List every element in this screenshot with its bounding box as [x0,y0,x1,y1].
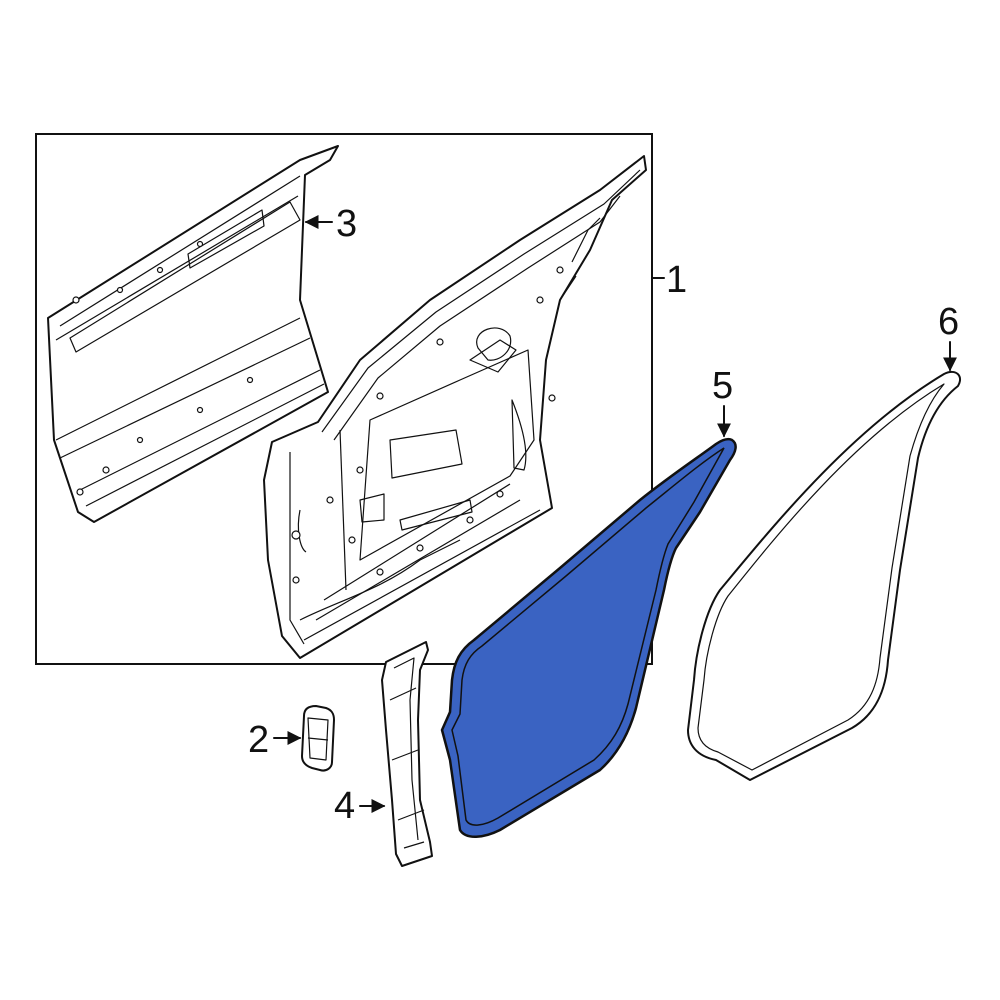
callout-2: 2 [248,719,269,761]
callout-1: 1 [666,259,687,301]
assembly-inset-frame [35,133,653,665]
door-outer-panel[interactable] [47,145,339,523]
body-weatherstrip[interactable] [687,370,962,781]
callout-6: 6 [938,301,959,343]
weatherstrip-inner-edge [451,447,725,826]
weatherstrip-body [440,437,737,838]
callout-4: 4 [334,785,355,827]
callout-5: 5 [712,365,733,407]
door-shell-inner[interactable] [263,155,647,659]
cover-plate[interactable] [301,705,335,772]
pillar-trim[interactable] [381,641,433,867]
callout-3: 3 [336,203,357,245]
door-weatherstrip-highlighted[interactable] [440,437,737,838]
